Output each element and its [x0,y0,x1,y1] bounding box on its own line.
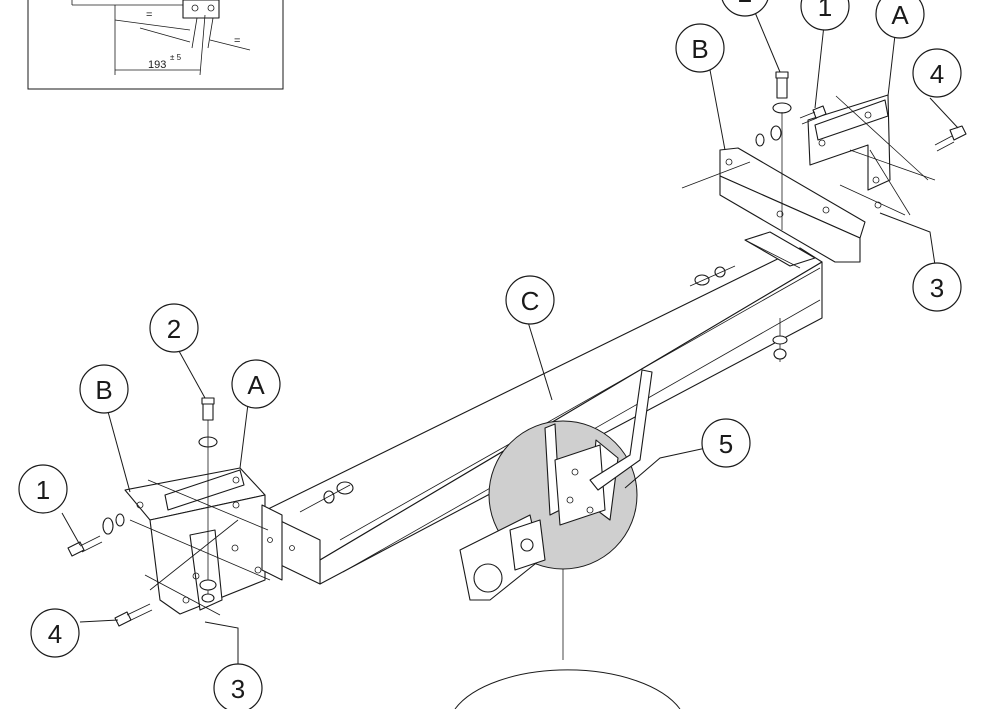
callout-right-4: 4 [912,48,962,98]
callout-right-1: 1 [800,0,850,31]
callout-left-3: 3 [213,663,263,709]
svg-text:2: 2 [167,314,181,344]
svg-text:3: 3 [930,273,944,303]
callout-right-2: 2 [721,0,769,17]
svg-text:1: 1 [818,0,832,22]
callout-right-a: A [875,0,925,39]
left-fasteners [67,397,354,627]
equal-mark: = [146,9,152,21]
svg-text:A: A [891,0,909,30]
svg-text:4: 4 [48,619,62,649]
svg-text:4: 4 [930,59,944,89]
dimension-label: 193 [148,59,166,71]
left-bracket-assembly [124,467,295,616]
tow-ball-mount [459,369,653,660]
svg-text:3: 3 [231,674,245,704]
svg-text:B: B [691,34,708,64]
right-bracket-assembly [681,94,936,263]
leader-lines [61,9,959,666]
dimension-inset: = = 193 ± 5 [27,0,284,90]
svg-text:A: A [247,370,265,400]
equal-mark: = [234,35,240,47]
callout-left-2: 2 [149,303,199,353]
svg-text:2: 2 [738,0,752,8]
callout-left-1: 1 [18,464,68,514]
svg-text:B: B [95,375,112,405]
callout-left-4: 4 [30,608,80,658]
callout-center-c: C [505,275,555,325]
right-fasteners [689,71,967,362]
callout-left-a: A [231,359,281,409]
callout-right-3: 3 [912,262,962,312]
svg-text:1: 1 [36,475,50,505]
svg-text:5: 5 [719,429,733,459]
detail-circle [454,669,681,709]
dimension-tolerance: ± 5 [170,53,182,62]
callout-left-b: B [79,364,129,414]
callout-right-b: B [675,23,725,73]
callout-center-5: 5 [701,418,751,468]
svg-text:C: C [521,286,540,316]
